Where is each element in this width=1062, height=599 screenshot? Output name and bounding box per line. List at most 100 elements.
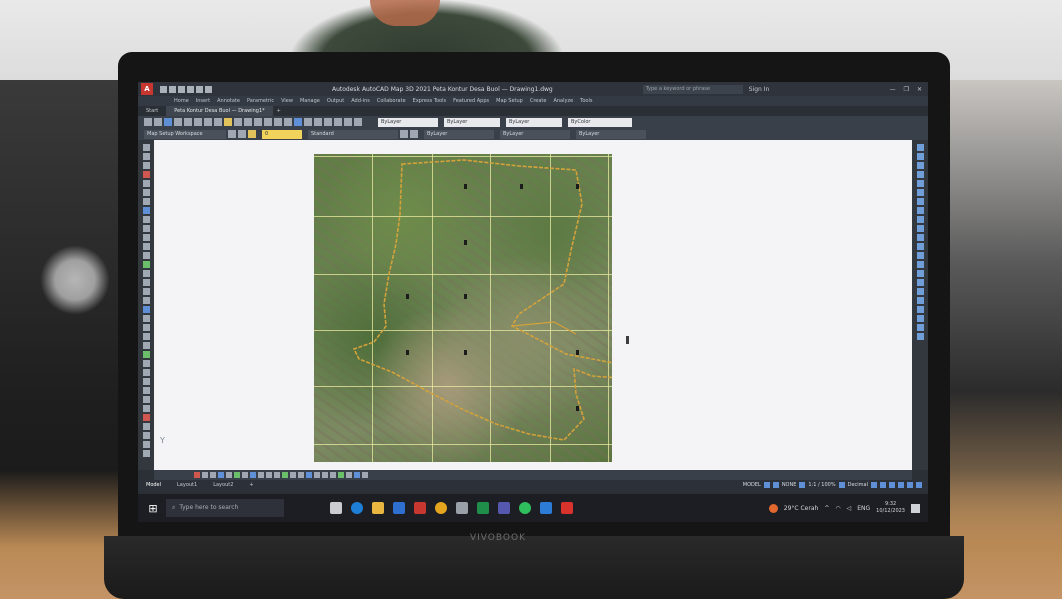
quick-properties-icon[interactable]	[871, 482, 877, 488]
dimension-angular-icon[interactable]	[916, 243, 924, 250]
recent-commands-icon[interactable]	[210, 472, 216, 478]
redo-icon[interactable]	[244, 118, 252, 126]
customize-icon[interactable]	[202, 472, 208, 478]
polar-icon[interactable]	[250, 472, 256, 478]
pan-icon[interactable]	[916, 153, 924, 160]
clean-screen-icon[interactable]	[907, 482, 913, 488]
table-icon[interactable]	[142, 288, 150, 295]
plotstyle-dropdown[interactable]: ByColor	[568, 117, 632, 127]
orbit-icon[interactable]	[916, 171, 924, 178]
offset-icon[interactable]	[142, 342, 150, 349]
make-block-icon[interactable]	[142, 243, 150, 250]
tab-annotate[interactable]: Annotate	[217, 98, 240, 104]
steering-wheel-icon[interactable]	[916, 144, 924, 151]
save-icon[interactable]	[164, 118, 172, 126]
join-icon[interactable]	[142, 423, 150, 430]
move-icon[interactable]	[142, 360, 150, 367]
zoom-window-icon[interactable]	[274, 118, 282, 126]
stretch-icon[interactable]	[142, 387, 150, 394]
volume-icon[interactable]: ◁	[846, 504, 852, 512]
store-icon[interactable]	[393, 502, 405, 514]
dimension-arc-icon[interactable]	[916, 207, 924, 214]
chamfer-icon[interactable]	[142, 432, 150, 439]
layer-state-icon[interactable]	[248, 130, 256, 138]
arc-icon[interactable]	[142, 189, 150, 196]
properties-icon[interactable]	[294, 118, 302, 126]
jogged-linear-icon[interactable]	[916, 306, 924, 313]
weather-text[interactable]: 29°C Cerah	[783, 504, 819, 512]
pan-icon[interactable]	[254, 118, 262, 126]
markup-icon[interactable]	[334, 118, 342, 126]
windows-icon[interactable]: ⊞	[148, 501, 158, 515]
maximize-button[interactable]: ❐	[903, 85, 909, 93]
tab-featured-apps[interactable]: Featured Apps	[453, 98, 490, 104]
dimension-update-icon[interactable]	[916, 324, 924, 331]
dimension-style-icon[interactable]	[916, 333, 924, 340]
customization-icon[interactable]	[916, 482, 922, 488]
tab-view[interactable]: View	[281, 98, 293, 104]
add-selected-icon[interactable]	[142, 306, 150, 313]
dimension-ordinate-icon[interactable]	[916, 216, 924, 223]
new-icon[interactable]	[144, 118, 152, 126]
tab-collaborate[interactable]: Collaborate	[376, 98, 406, 104]
dimension-aligned-icon[interactable]	[916, 198, 924, 205]
auto-scale-icon[interactable]	[346, 472, 352, 478]
tab-parametric[interactable]: Parametric	[247, 98, 275, 104]
transparency-icon[interactable]	[290, 472, 296, 478]
gradient-icon[interactable]	[142, 270, 150, 277]
continue-icon[interactable]	[916, 270, 924, 277]
workspace-switch-icon[interactable]	[362, 472, 368, 478]
zoom-previous-icon[interactable]	[284, 118, 292, 126]
snap-mode-icon[interactable]	[772, 482, 779, 488]
tab-express-tools[interactable]: Express Tools	[412, 98, 447, 104]
minimize-button[interactable]: —	[889, 85, 896, 93]
gizmo-icon[interactable]	[330, 472, 336, 478]
command-icon[interactable]	[218, 472, 224, 478]
status-model[interactable]: MODEL	[742, 482, 761, 488]
dimension-radius-icon[interactable]	[916, 225, 924, 232]
drawing-canvas[interactable]: Y	[154, 140, 912, 470]
file-explorer-icon[interactable]	[372, 502, 384, 514]
new-tab-button[interactable]: +	[276, 108, 281, 114]
isolate-objects-icon[interactable]	[889, 482, 895, 488]
copy-object-icon[interactable]	[142, 324, 150, 331]
isodraft-icon[interactable]	[799, 482, 806, 488]
calculator-icon[interactable]	[344, 118, 352, 126]
task-view-icon[interactable]	[330, 502, 342, 514]
tab-tools[interactable]: Tools	[580, 98, 593, 104]
zoom-extents-icon[interactable]	[916, 162, 924, 169]
plot-preview-icon[interactable]	[184, 118, 192, 126]
sign-in-button[interactable]: Sign In	[748, 85, 770, 93]
tab-layout2[interactable]: Layout2	[213, 482, 234, 488]
rectangle-icon[interactable]	[142, 180, 150, 187]
layer-dropdown[interactable]: 0	[262, 129, 302, 139]
make-current-icon[interactable]	[400, 130, 408, 138]
acrobat-icon[interactable]	[561, 502, 573, 514]
tab-create[interactable]: Create	[529, 98, 547, 104]
selection-cycling-icon[interactable]	[298, 472, 304, 478]
tab-manage[interactable]: Manage	[299, 98, 320, 104]
tab-map-setup[interactable]: Map Setup	[496, 98, 523, 104]
lineweight-display-icon[interactable]	[282, 472, 288, 478]
tolerance-icon[interactable]	[916, 279, 924, 286]
help-search-input[interactable]: Type a keyword or phrase	[642, 84, 743, 94]
polyline-icon[interactable]	[142, 162, 150, 169]
extend-icon[interactable]	[142, 405, 150, 412]
close-command-icon[interactable]	[194, 472, 200, 478]
text-style-dropdown[interactable]: Standard	[308, 129, 398, 139]
file-tab-drawing[interactable]: Peta Kontur Desa Buol — Drawing1*	[166, 106, 273, 116]
weather-icon[interactable]	[768, 503, 778, 513]
rotate-icon[interactable]	[142, 369, 150, 376]
print-icon[interactable]	[174, 118, 182, 126]
ellipse-icon[interactable]	[142, 225, 150, 232]
selection-filter-icon[interactable]	[322, 472, 328, 478]
fillet-icon[interactable]	[142, 441, 150, 448]
break-icon[interactable]	[142, 414, 150, 421]
hatch-icon[interactable]	[142, 261, 150, 268]
autocad-icon[interactable]	[414, 502, 426, 514]
clock[interactable]: 9:32 10/12/2023	[876, 501, 905, 515]
center-mark-icon[interactable]	[916, 288, 924, 295]
command-line[interactable]	[154, 470, 912, 480]
hardware-acceleration-icon[interactable]	[898, 482, 904, 488]
grid-display-icon[interactable]	[234, 472, 240, 478]
